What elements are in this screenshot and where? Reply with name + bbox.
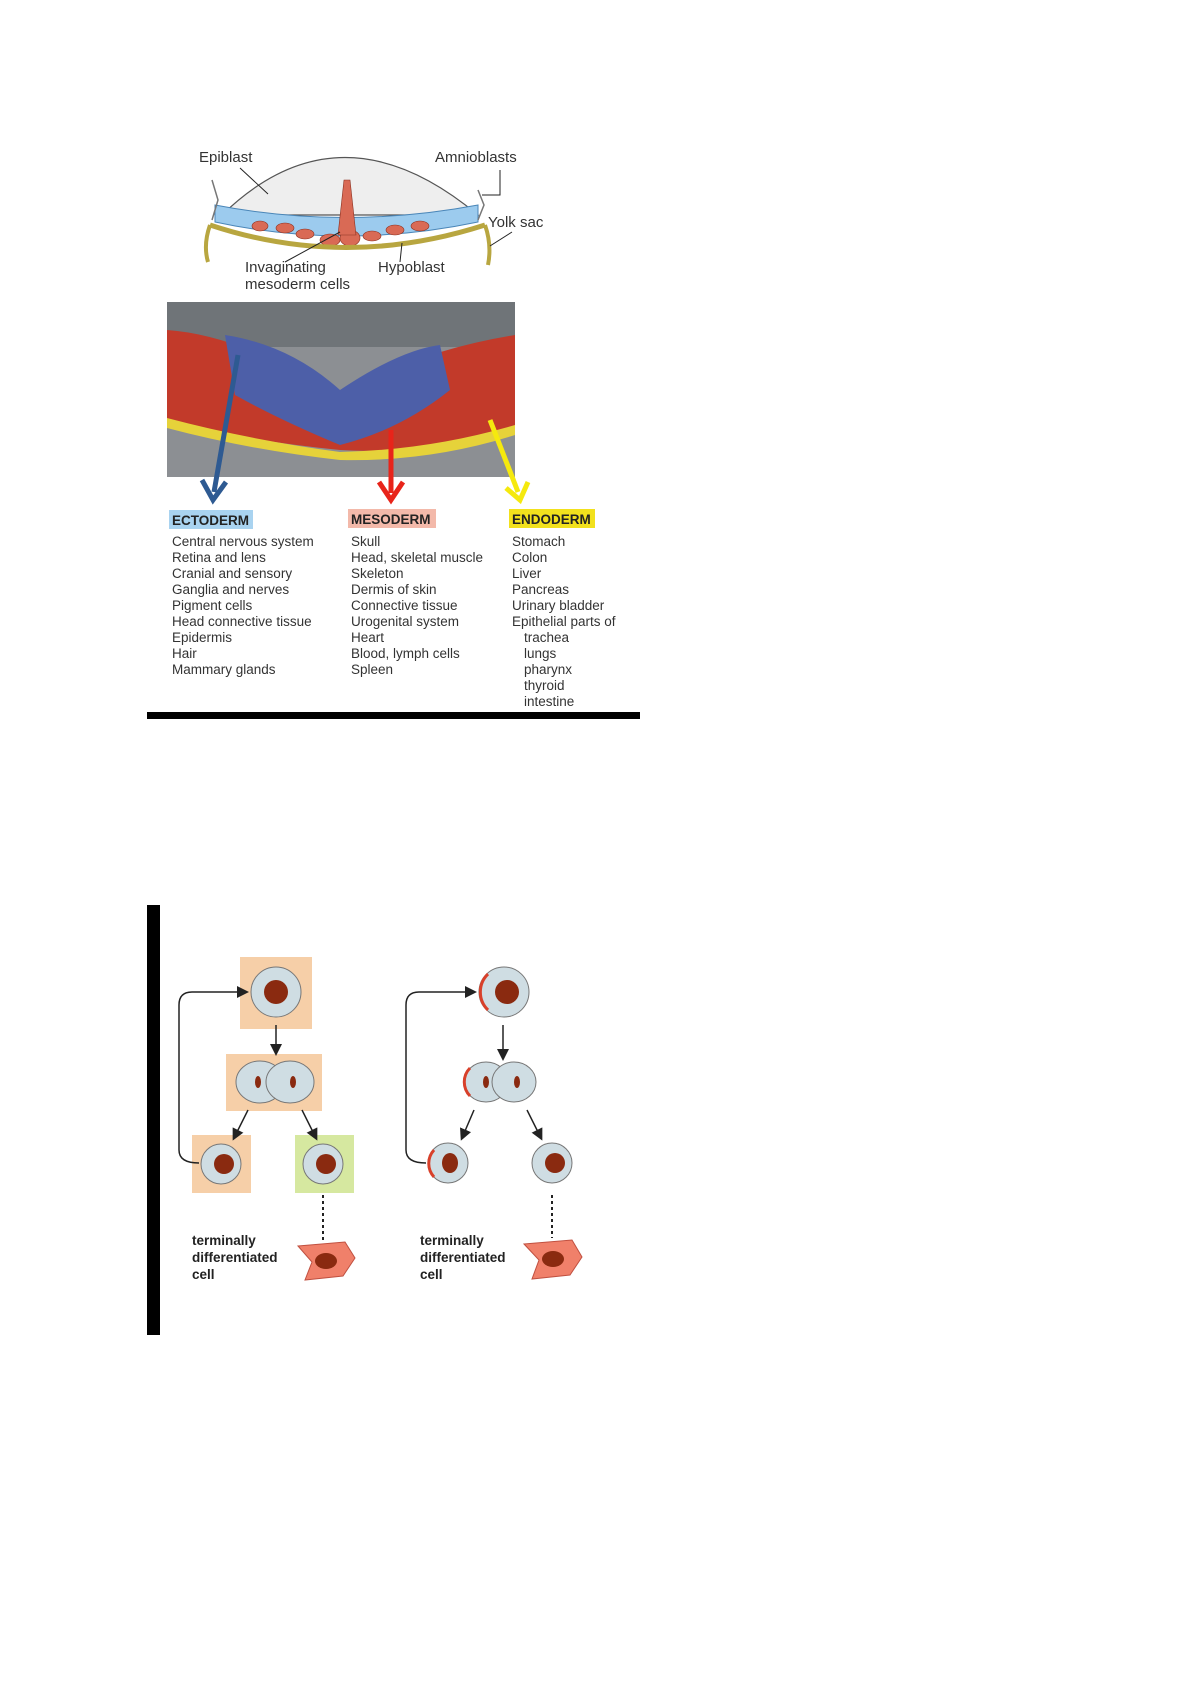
label-yolk-sac: Yolk sac	[488, 214, 544, 231]
label-invaginating: Invaginating	[245, 259, 326, 276]
germ-layer-item: Blood, lymph cells	[351, 646, 460, 661]
germ-layer-item: intestine	[524, 694, 574, 709]
stem-cell	[250, 966, 302, 1018]
germ-layer-item: Epidermis	[172, 630, 232, 645]
germ-layer-item: Spleen	[351, 662, 393, 677]
right-label-line2: differentiated	[420, 1250, 506, 1265]
label-epiblast: Epiblast	[199, 149, 253, 166]
germ-layer-item: Pigment cells	[172, 598, 253, 613]
germ-layer-item: Retina and lens	[172, 550, 266, 565]
germ-layer-item: pharynx	[524, 662, 572, 677]
daughter-stem-cell	[200, 1143, 242, 1185]
gastrulation-figure: Epiblast Amnioblasts Yolk sac Invaginati…	[147, 149, 640, 719]
differentiated-cell	[296, 1241, 356, 1281]
right-label-line1: terminally	[420, 1233, 484, 1248]
germ-layer-item: Mammary glands	[172, 662, 276, 677]
germ-layer-item: Urinary bladder	[512, 598, 605, 613]
label-amnioblasts: Amnioblasts	[435, 149, 517, 166]
germ-layer-item: thyroid	[524, 678, 565, 693]
micrograph	[167, 302, 515, 477]
germ-layer-item: Head, skeletal muscle	[351, 550, 483, 565]
germ-layer-item: Stomach	[512, 534, 565, 549]
germ-layer-item: Head connective tissue	[172, 614, 312, 629]
dividing-cell	[462, 1061, 537, 1103]
mesoderm-header: MESODERM	[351, 512, 431, 527]
germ-layer-item: Colon	[512, 550, 547, 565]
germ-layer-arrows	[199, 354, 531, 505]
ectoderm-header: ECTODERM	[172, 513, 249, 528]
stem-cell	[478, 966, 530, 1018]
germ-layer-item: trachea	[524, 630, 570, 645]
daughter-progenitor-cell	[302, 1143, 344, 1185]
germ-layer-item: Skull	[351, 534, 380, 549]
germ-layer-item: Heart	[351, 630, 384, 645]
germ-layer-item: Urogenital system	[351, 614, 459, 629]
daughter-progenitor-cell	[531, 1142, 573, 1184]
differentiated-cell	[522, 1239, 583, 1280]
endoderm-column: ENDODERM StomachColonLiverPancreasUrinar…	[509, 509, 616, 709]
germ-layer-item: Connective tissue	[351, 598, 458, 613]
germ-layer-item: Pancreas	[512, 582, 569, 597]
daughter-stem-cell	[427, 1142, 469, 1184]
germ-layer-item: Skeleton	[351, 566, 404, 581]
stem-cell-division-figure: terminally differentiated cell terminall…	[147, 905, 583, 1335]
germ-layer-item: Hair	[172, 646, 197, 661]
endoderm-header: ENDODERM	[512, 512, 591, 527]
side-bar	[147, 905, 160, 1335]
germ-layer-item: Ganglia and nerves	[172, 582, 289, 597]
label-mesoderm-cells: mesoderm cells	[245, 276, 350, 293]
germ-layer-item: Central nervous system	[172, 534, 314, 549]
right-label-line3: cell	[420, 1267, 443, 1282]
symmetric-scheme: terminally differentiated cell	[178, 957, 356, 1282]
left-label-line1: terminally	[192, 1233, 256, 1248]
germ-layer-item: Epithelial parts of	[512, 614, 616, 629]
germ-layer-item: lungs	[524, 646, 557, 661]
germ-layer-item: Dermis of skin	[351, 582, 437, 597]
left-label-line2: differentiated	[192, 1250, 278, 1265]
embryo-disc-illustration	[203, 156, 513, 266]
germ-layer-item: Liver	[512, 566, 542, 581]
asymmetric-scheme: terminally differentiated cell	[405, 966, 583, 1282]
label-hypoblast: Hypoblast	[378, 259, 446, 276]
germ-layer-item: Cranial and sensory	[172, 566, 292, 581]
dividing-cell	[235, 1060, 315, 1104]
divider-bar	[147, 712, 640, 719]
left-label-line3: cell	[192, 1267, 215, 1282]
